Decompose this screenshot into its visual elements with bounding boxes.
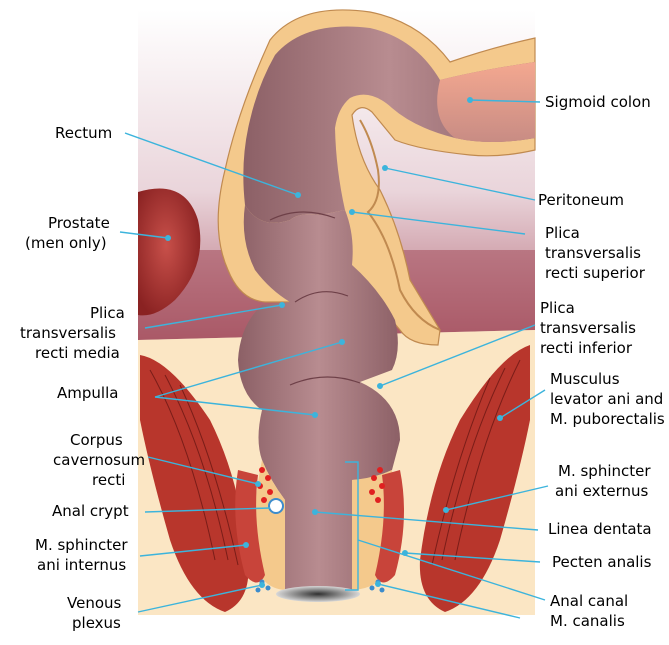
label-anal-canal-2: M. canalis <box>550 612 625 630</box>
label-corpus-1: Corpus <box>70 431 123 449</box>
label-sph-int-2: ani internus <box>37 556 126 574</box>
label-linea-dentata: Linea dentata <box>548 520 652 538</box>
label-plica-media-2: transversalis <box>20 324 116 342</box>
label-plica-media-1: Plica <box>90 304 125 322</box>
sphincter-internus-right <box>375 470 404 583</box>
label-plica-inf-3: recti inferior <box>540 339 633 357</box>
label-plica-sup-3: recti superior <box>545 264 646 282</box>
label-plica-sup-1: Plica <box>545 224 580 242</box>
labels: Sigmoid colon Rectum Peritoneum Prostate… <box>20 93 665 632</box>
anal-canal-bracket <box>345 461 359 591</box>
label-ampulla: Ampulla <box>57 384 118 402</box>
label-sph-int-1: M. sphincter <box>35 536 128 554</box>
peritoneum-fold <box>359 119 441 331</box>
label-plica-inf-2: transversalis <box>540 319 636 337</box>
label-sph-ext-1: M. sphincter <box>558 462 651 480</box>
prostate-shape <box>138 188 201 316</box>
sigmoid-colon-tip <box>437 62 535 142</box>
label-sigmoid-colon: Sigmoid colon <box>545 93 651 111</box>
label-plica-inf-1: Plica <box>540 299 575 317</box>
rectum-ampulla <box>238 205 400 590</box>
levator-ani-right <box>419 345 530 612</box>
label-levator-1: Musculus <box>550 370 620 388</box>
label-venous-2: plexus <box>72 614 121 632</box>
sphincter-internus-left <box>235 470 265 583</box>
label-levator-2: levator ani and <box>550 390 663 408</box>
label-pecten-analis: Pecten analis <box>552 553 652 571</box>
label-corpus-3: recti <box>92 471 125 489</box>
label-anal-crypt: Anal crypt <box>52 502 129 520</box>
label-corpus-2: cavernosum <box>53 451 145 469</box>
label-sph-ext-2: ani externus <box>555 482 649 500</box>
anal-crypt-marker <box>268 498 284 514</box>
label-peritoneum: Peritoneum <box>538 191 624 209</box>
label-anal-canal-1: Anal canal <box>550 592 628 610</box>
anal-opening <box>276 586 360 602</box>
label-prostate-1: Prostate <box>48 214 110 232</box>
label-prostate-2: (men only) <box>25 234 107 252</box>
leader-lines <box>119 97 549 619</box>
label-rectum: Rectum <box>55 124 112 142</box>
label-levator-3: M. puborectalis <box>550 410 665 428</box>
label-plica-media-3: recti media <box>35 344 120 362</box>
anal-wall-left <box>253 460 285 590</box>
label-venous-1: Venous <box>67 594 122 612</box>
label-plica-sup-2: transversalis <box>545 244 641 262</box>
